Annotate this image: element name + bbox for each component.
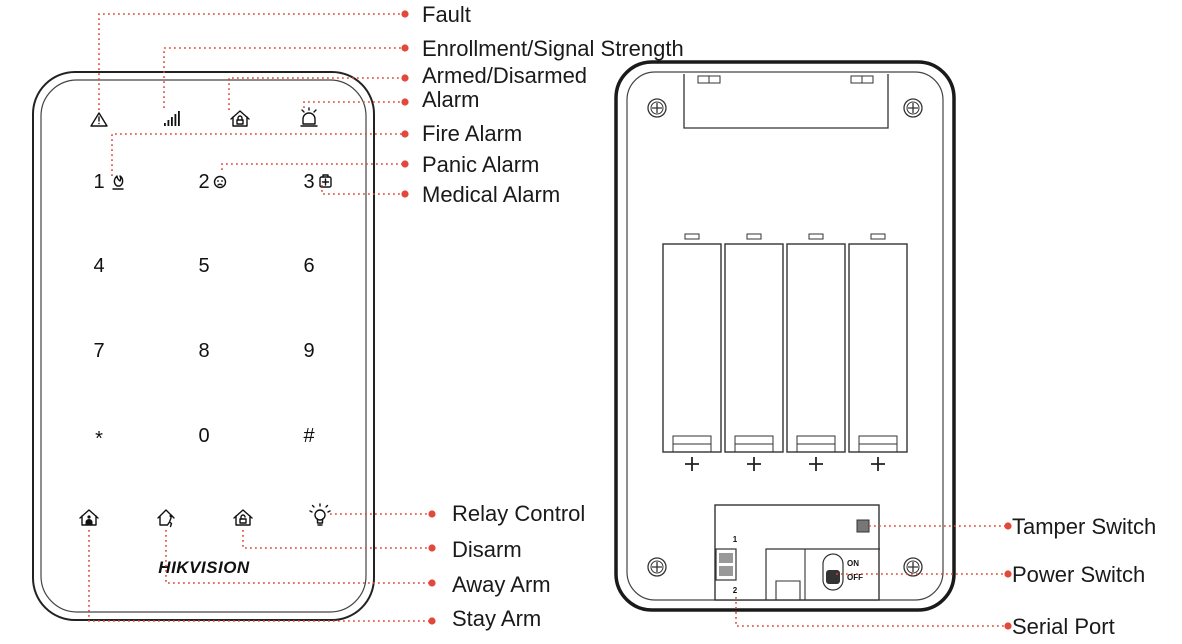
switch-on-label: ON — [847, 559, 859, 568]
key-2[interactable]: 2 — [198, 171, 209, 193]
battery-slot-4 — [848, 233, 908, 453]
callout-leaders — [88, 13, 1008, 627]
label-away-arm: Away Arm — [452, 572, 551, 597]
label-enrollment: Enrollment/Signal Strength — [422, 36, 684, 61]
key-4[interactable]: 4 — [93, 255, 104, 277]
label-relay-control: Relay Control — [452, 501, 585, 526]
battery-slot-3 — [786, 233, 846, 453]
port-pin-2-label: 2 — [733, 586, 738, 595]
serial-port[interactable] — [715, 548, 737, 581]
screw-icon — [903, 557, 923, 577]
away-arm-icon[interactable] — [157, 509, 175, 528]
bottom-module — [714, 504, 880, 601]
keypad-inner-frame — [40, 79, 367, 613]
flame-icon — [112, 175, 124, 190]
brand-logo: HIKVISION — [158, 558, 250, 577]
key-0[interactable]: 0 — [198, 425, 209, 447]
stay-arm-icon[interactable] — [79, 509, 99, 526]
medical-icon — [319, 174, 332, 188]
key-5[interactable]: 5 — [198, 255, 209, 277]
switch-housing — [765, 548, 880, 600]
bulb-icon[interactable] — [309, 503, 331, 526]
key-9[interactable]: 9 — [303, 340, 314, 362]
switch-off-label: OFF — [847, 573, 863, 582]
battery-slot-1 — [662, 233, 722, 453]
label-medical-alarm: Medical Alarm — [422, 182, 560, 207]
keypad-outer-frame — [32, 71, 375, 621]
plus-icon — [809, 457, 823, 471]
key-star[interactable]: * — [95, 428, 103, 450]
label-fault: Fault — [422, 2, 471, 27]
key-1[interactable]: 1 — [93, 171, 104, 193]
label-tamper-switch: Tamper Switch — [1012, 514, 1156, 539]
label-panic-alarm: Panic Alarm — [422, 152, 539, 177]
label-power-switch: Power Switch — [1012, 562, 1145, 587]
port-pin-1-label: 1 — [733, 535, 738, 544]
battery-slot-2 — [724, 233, 784, 453]
back-outer-frame — [614, 60, 956, 612]
callout-labels: Fault Enrollment/Signal Strength Armed/D… — [422, 2, 1156, 639]
key-8[interactable]: 8 — [198, 340, 209, 362]
tamper-switch[interactable] — [856, 519, 870, 533]
key-7[interactable]: 7 — [93, 340, 104, 362]
key-3[interactable]: 3 — [303, 171, 314, 193]
key-6[interactable]: 6 — [303, 255, 314, 277]
label-disarm: Disarm — [452, 537, 522, 562]
warning-triangle-icon — [90, 112, 108, 127]
callout-dots — [401, 10, 1012, 630]
back-panel: 1 2 ON OFF — [614, 60, 956, 612]
screw-icon — [647, 98, 667, 118]
disarm-icon[interactable] — [233, 509, 253, 526]
power-switch[interactable] — [822, 553, 844, 591]
plus-icon — [747, 457, 761, 471]
label-stay-arm: Stay Arm — [452, 606, 541, 631]
top-clip — [683, 74, 889, 129]
plus-icon — [685, 457, 699, 471]
label-serial-port: Serial Port — [1012, 614, 1115, 639]
connector-tab — [775, 580, 801, 600]
keypad-front: 1 2 3 4 5 6 7 8 9 * 0 # — [32, 71, 375, 621]
signal-bars-icon — [164, 111, 180, 126]
label-alarm: Alarm — [422, 87, 479, 112]
home-lock-icon — [230, 110, 250, 127]
siren-icon — [300, 107, 318, 127]
key-hash[interactable]: # — [303, 425, 315, 447]
screw-icon — [647, 557, 667, 577]
screw-icon — [903, 98, 923, 118]
plus-icon — [871, 457, 885, 471]
label-fire-alarm: Fire Alarm — [422, 121, 522, 146]
panic-icon — [213, 175, 227, 189]
label-armed: Armed/Disarmed — [422, 63, 587, 88]
